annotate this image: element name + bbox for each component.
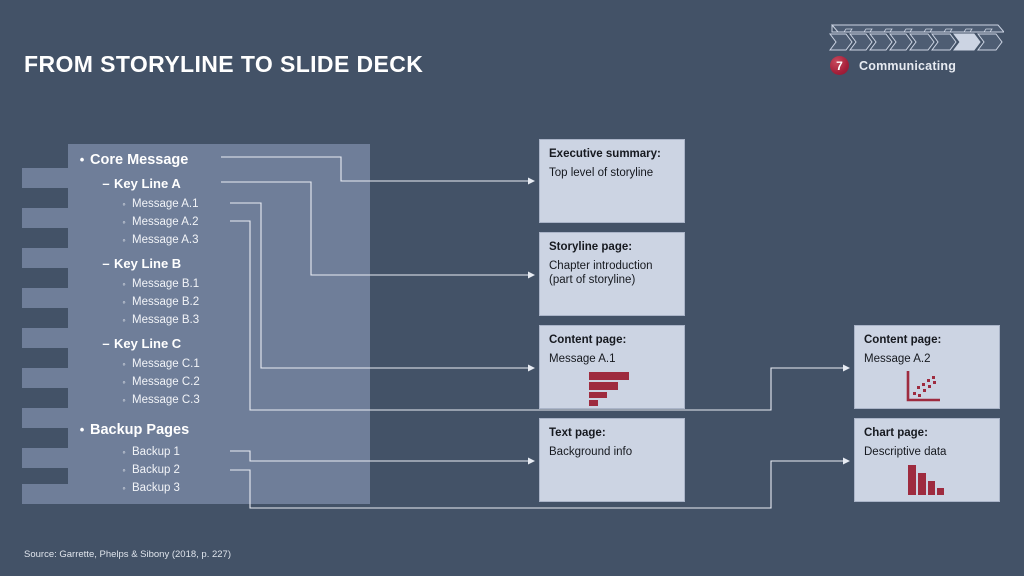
bullet-icon: • (79, 152, 85, 167)
page-stack-tab (22, 484, 74, 504)
outline-item-label: Message A.2 (132, 216, 199, 228)
outline-item-message-a1[interactable]: ◦ Message A.1 (116, 198, 198, 210)
page-stack-tab (22, 328, 74, 348)
dash-icon: – (102, 256, 110, 271)
outline-item-message-b2[interactable]: ◦ Message B.2 (116, 296, 199, 308)
circle-bullet-icon: ◦ (122, 395, 126, 405)
phase-indicator: 7 Communicating (830, 56, 956, 75)
page-card-body: Message A.1 (549, 353, 616, 365)
outline-item-message-a2[interactable]: ◦ Message A.2 (116, 216, 198, 228)
outline-item-backup-1[interactable]: ◦ Backup 1 (116, 446, 180, 458)
horizontal-bar-chart-icon (589, 372, 629, 406)
page-card-content-page-a2[interactable]: Content page: Message A.2 (854, 325, 1000, 409)
page-stack-tab (22, 208, 74, 228)
outline-item-message-b3[interactable]: ◦ Message B.3 (116, 314, 199, 326)
page-card-body: Chapter introduction (part of storyline) (549, 260, 653, 286)
page-card-title: Executive summary: (549, 148, 661, 160)
bullet-icon: • (79, 422, 85, 437)
outline-item-label: Key Line A (114, 176, 181, 191)
outline-item-label: Backup 2 (132, 464, 180, 476)
circle-bullet-icon: ◦ (122, 377, 126, 387)
page-stack-tab (22, 288, 74, 308)
circle-bullet-icon: ◦ (122, 199, 126, 209)
outline-item-label: Backup Pages (90, 422, 190, 438)
outline-item-backup-pages[interactable]: • Backup Pages (74, 422, 189, 438)
page-stack-tab (22, 248, 74, 268)
outline-item-label: Message B.2 (132, 296, 200, 308)
dash-icon: – (102, 176, 110, 191)
page-card-body: Message A.2 (864, 353, 931, 365)
page-card-content-page-a1[interactable]: Content page: Message A.1 (539, 325, 685, 409)
page-card-title: Text page: (549, 427, 606, 439)
page-card-body: Descriptive data (864, 446, 947, 458)
outline-item-label: Message A.3 (132, 234, 199, 246)
circle-bullet-icon: ◦ (122, 297, 126, 307)
source-footnote: Source: Garrette, Phelps & Sibony (2018,… (24, 549, 232, 560)
circle-bullet-icon: ◦ (122, 315, 126, 325)
phase-number-badge: 7 (830, 56, 849, 75)
circle-bullet-icon: ◦ (122, 235, 126, 245)
page-card-storyline-page[interactable]: Storyline page: Chapter introduction (pa… (539, 232, 685, 316)
page-stack-tab (22, 408, 74, 428)
outline-item-label: Message B.1 (132, 278, 200, 290)
circle-bullet-icon: ◦ (122, 465, 126, 475)
page-card-title: Storyline page: (549, 241, 633, 253)
outline-item-key-line-a[interactable]: – Key Line A (98, 176, 181, 191)
circle-bullet-icon: ◦ (122, 483, 126, 493)
outline-item-message-a3[interactable]: ◦ Message A.3 (116, 234, 198, 246)
page-card-chart-page[interactable]: Chart page: Descriptive data (854, 418, 1000, 502)
page-stack-tab (22, 448, 74, 468)
outline-item-backup-2[interactable]: ◦ Backup 2 (116, 464, 180, 476)
vertical-bar-chart-icon (908, 465, 944, 495)
circle-bullet-icon: ◦ (122, 359, 126, 369)
outline-item-backup-3[interactable]: ◦ Backup 3 (116, 482, 180, 494)
circle-bullet-icon: ◦ (122, 217, 126, 227)
outline-item-label: Message A.1 (132, 198, 199, 210)
outline-item-core-message[interactable]: • Core Message (74, 152, 189, 168)
outline-item-label: Core Message (90, 152, 189, 168)
progress-chevron-bar[interactable] (828, 24, 1004, 52)
page-stack-tab (22, 368, 74, 388)
phase-label: Communicating (859, 58, 957, 73)
page-stack-tab (22, 168, 74, 188)
page-card-executive-summary[interactable]: Executive summary: Top level of storylin… (539, 139, 685, 223)
page-card-title: Content page: (549, 334, 627, 346)
scatter-plot-icon (906, 371, 940, 402)
storyline-outline-panel: • Core Message – Key Line A ◦ Message A.… (68, 144, 370, 504)
outline-item-label: Backup 1 (132, 446, 180, 458)
outline-item-message-b1[interactable]: ◦ Message B.1 (116, 278, 199, 290)
page-title: FROM STORYLINE TO SLIDE DECK (24, 51, 424, 77)
circle-bullet-icon: ◦ (122, 279, 126, 289)
outline-item-message-c1[interactable]: ◦ Message C.1 (116, 358, 200, 370)
dash-icon: – (102, 336, 110, 351)
page-card-text-page[interactable]: Text page: Background info (539, 418, 685, 502)
outline-item-label: Key Line B (114, 256, 182, 271)
outline-item-key-line-c[interactable]: – Key Line C (98, 336, 181, 351)
outline-item-message-c3[interactable]: ◦ Message C.3 (116, 394, 200, 406)
outline-item-label: Key Line C (114, 336, 182, 351)
outline-item-label: Message C.3 (132, 394, 200, 406)
outline-item-label: Message B.3 (132, 314, 200, 326)
outline-item-key-line-b[interactable]: – Key Line B (98, 256, 181, 271)
outline-item-label: Message C.2 (132, 376, 200, 388)
circle-bullet-icon: ◦ (122, 447, 126, 457)
page-card-title: Chart page: (864, 427, 928, 439)
page-card-body: Top level of storyline (549, 167, 654, 179)
page-card-title: Content page: (864, 334, 942, 346)
outline-item-label: Message C.1 (132, 358, 200, 370)
progress-chevron-svg (829, 24, 1004, 51)
outline-item-label: Backup 3 (132, 482, 180, 494)
outline-item-message-c2[interactable]: ◦ Message C.2 (116, 376, 200, 388)
page-card-body: Background info (549, 446, 633, 458)
